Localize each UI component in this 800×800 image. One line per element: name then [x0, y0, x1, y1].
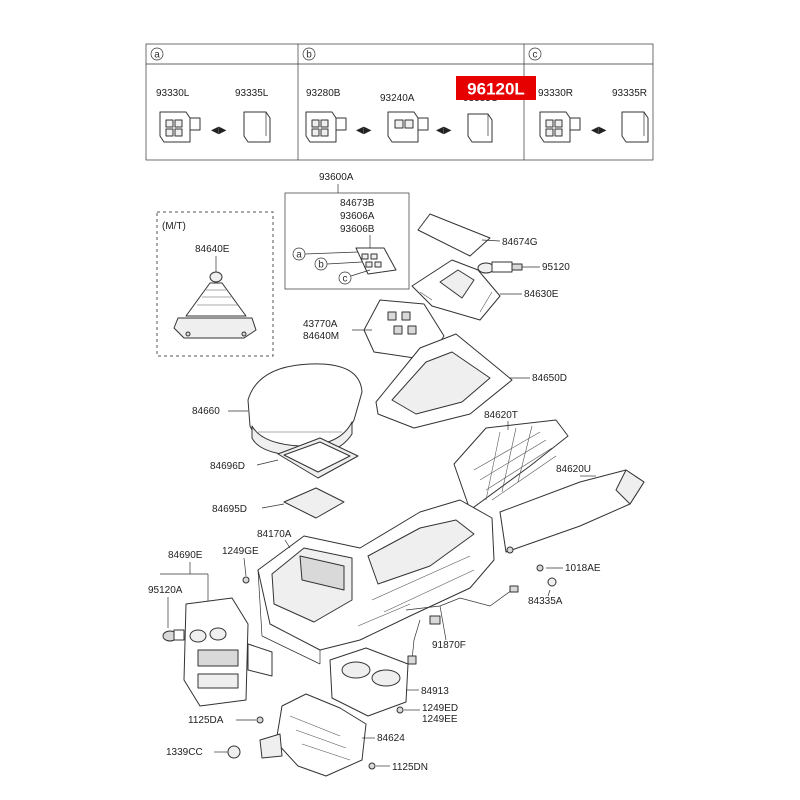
cup-holder-84913-icon — [329, 647, 409, 717]
callout-b: b — [318, 260, 324, 271]
section-b-header: b — [302, 47, 316, 61]
part-93606A: 93606A — [340, 211, 375, 222]
mat-84674G-icon — [417, 213, 491, 257]
section-c-letter: c — [533, 50, 538, 61]
console-body-84170A-icon — [257, 499, 495, 665]
part-84620U: 84620U — [556, 464, 591, 475]
part-1339CC: 1339CC — [166, 747, 203, 758]
swap-arrow-icon: ◀▶ — [211, 125, 227, 136]
swap-arrow-icon: ◀▶ — [591, 125, 607, 136]
section-a-header: a — [150, 47, 164, 61]
part-84640E: 84640E — [195, 244, 230, 255]
callout-c: c — [343, 274, 348, 285]
shift-indicator-43770A-icon — [363, 299, 445, 361]
part-1249EE: 1249EE — [422, 714, 458, 725]
part-84630E: 84630E — [524, 289, 559, 300]
part-84640M: 84640M — [303, 331, 339, 342]
part-84695D: 84695D — [212, 504, 247, 515]
callout-a: a — [296, 250, 302, 261]
mat-84696D-icon — [277, 437, 359, 479]
part-93606B: 93606B — [340, 224, 375, 235]
part-84650D: 84650D — [532, 373, 567, 384]
socket-95120A-icon — [162, 629, 185, 642]
part-1249GE: 1249GE — [222, 546, 259, 557]
part-93330R: 93330R — [538, 88, 573, 99]
part-84673B: 84673B — [340, 198, 375, 209]
part-93280B: 93280B — [306, 88, 341, 99]
screw-icon — [256, 716, 264, 724]
part-84660: 84660 — [192, 406, 220, 417]
bezel-84650D-icon — [375, 333, 513, 429]
clip-1018AE-icon — [536, 564, 557, 587]
part-93240A: 93240A — [380, 93, 415, 104]
part-1249ED: 1249ED — [422, 703, 458, 714]
blank-cover-93335R-icon — [621, 111, 649, 143]
part-84335A: 84335A — [528, 596, 563, 607]
part-93330L: 93330L — [156, 88, 190, 99]
wiring-91870F-icon — [405, 585, 519, 665]
swap-arrow-icon: ◀▶ — [356, 125, 372, 136]
highlight-badge-96120L: 96120L — [456, 76, 536, 100]
part-1125DN: 1125DN — [392, 762, 428, 773]
part-84170A: 84170A — [257, 529, 292, 540]
side-panel-84620U-icon — [499, 469, 645, 554]
blank-cover-93335L-icon — [243, 111, 271, 143]
bracket-84624-icon — [259, 693, 367, 777]
front-panel-84690E-icon — [183, 597, 273, 707]
switch-93330R-icon — [539, 111, 581, 143]
console-top-84630E-icon — [411, 259, 501, 321]
blank-cover-93335C-icon — [467, 113, 493, 143]
part-84913: 84913 — [421, 686, 449, 697]
part-95120: 95120 — [542, 262, 570, 273]
part-95120A: 95120A — [148, 585, 183, 596]
socket-95120-icon — [477, 261, 523, 274]
part-84696D: 84696D — [210, 461, 245, 472]
mt-title: (M/T) — [162, 221, 186, 232]
mat-84695D-icon — [283, 487, 345, 519]
screw-icon — [368, 762, 376, 770]
part-93335L: 93335L — [235, 88, 269, 99]
part-84690E: 84690E — [168, 550, 203, 561]
armrest-84660-icon — [247, 363, 363, 457]
mt-box: (M/T) 84640E — [156, 211, 274, 357]
shift-boot-icon — [173, 271, 257, 339]
part-1018AE: 1018AE — [565, 563, 601, 574]
part-1125DA: 1125DA — [188, 715, 224, 726]
part-91870F: 91870F — [432, 640, 466, 651]
swap-arrow-icon: ◀▶ — [436, 125, 452, 136]
part-93335R: 93335R — [612, 88, 647, 99]
section-c-header: c — [528, 47, 542, 61]
section-a-letter: a — [154, 50, 160, 61]
screw-icon — [396, 706, 404, 714]
part-84624: 84624 — [377, 733, 405, 744]
switch-bracket-icon — [355, 247, 397, 275]
part-84620T: 84620T — [484, 410, 518, 421]
part-43770A: 43770A — [303, 319, 338, 330]
part-93600A: 93600A — [319, 172, 354, 183]
section-b-letter: b — [306, 50, 312, 61]
part-84674G: 84674G — [502, 237, 538, 248]
reference-table: a b c 93330L 93335L ◀▶ 93280B 93240A — [145, 43, 654, 161]
switch-93330L-icon — [159, 111, 201, 143]
switch-93240A-icon — [387, 111, 429, 143]
switch-group: 93600A 84673B 93606A 93606B a b c — [284, 172, 410, 290]
highlight-label: 96120L — [467, 80, 525, 99]
screw-icon — [242, 576, 250, 584]
switch-93280B-icon — [305, 111, 347, 143]
nut-icon — [227, 745, 241, 759]
